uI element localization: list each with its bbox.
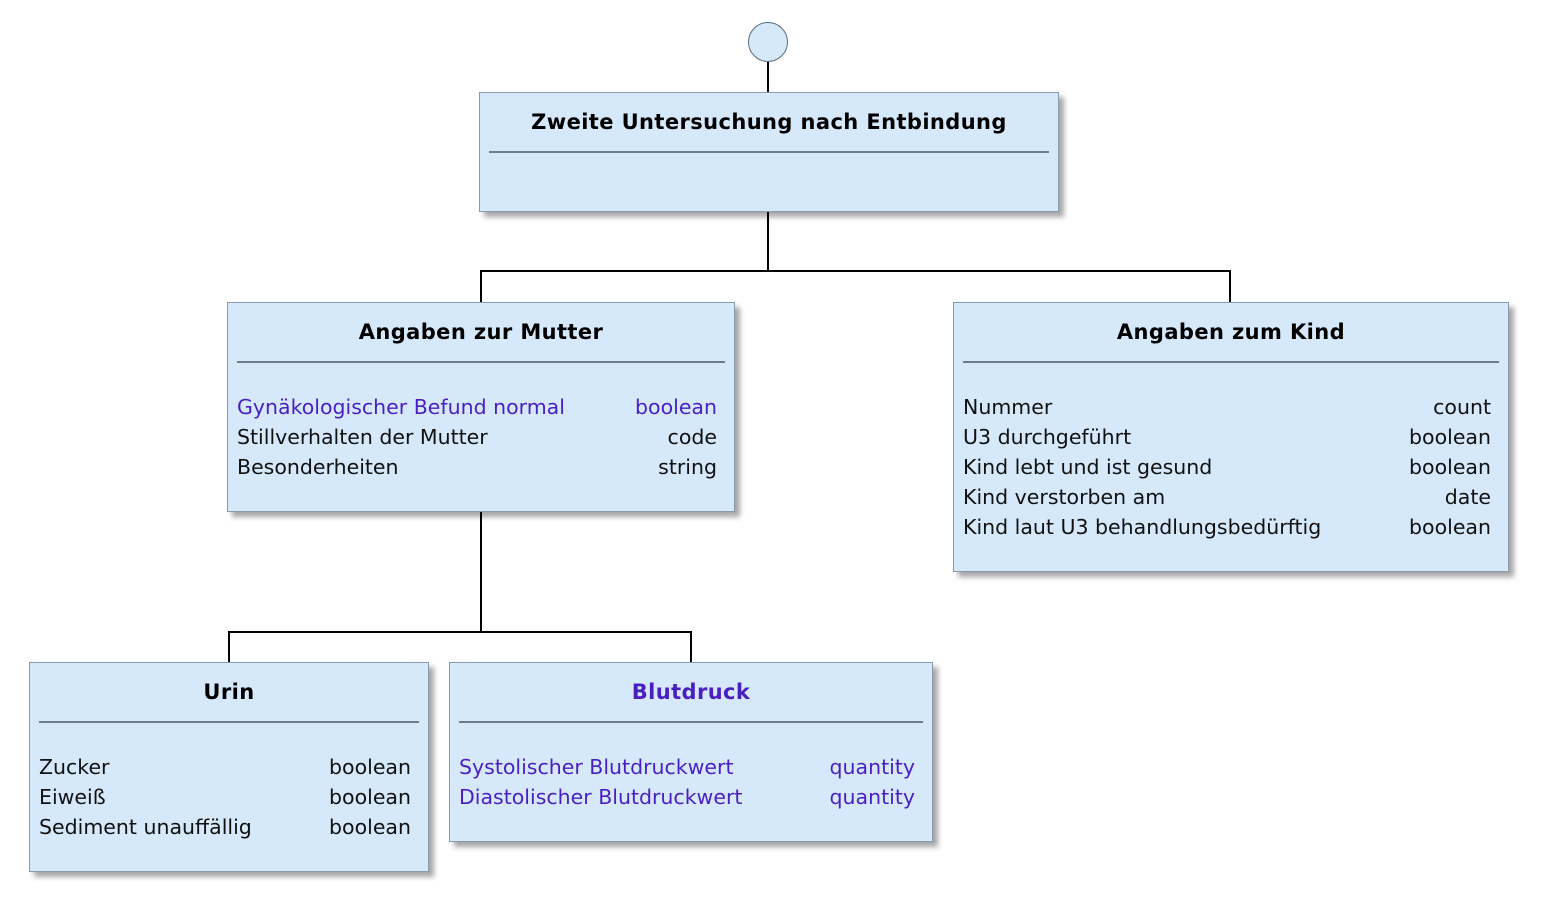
attribute-name: Besonderheiten xyxy=(237,455,399,479)
attribute-name: Zucker xyxy=(39,755,110,779)
mutter-attribute-list: Gynäkologischer Befund normal boolean St… xyxy=(237,392,717,482)
attribute-row: Kind lebt und ist gesund boolean xyxy=(963,452,1491,482)
attribute-row: U3 durchgeführt boolean xyxy=(963,422,1491,452)
attribute-row: Gynäkologischer Befund normal boolean xyxy=(237,392,717,422)
mutter-to-urin-blutdruck-connector xyxy=(228,631,692,662)
attribute-row: Besonderheiten string xyxy=(237,452,717,482)
root-box: Zweite Untersuchung nach Entbindung xyxy=(479,92,1059,212)
attribute-row: Kind laut U3 behandlungsbedürftig boolea… xyxy=(963,512,1491,542)
attribute-row: Kind verstorben am date xyxy=(963,482,1491,512)
attribute-type: boolean xyxy=(1409,425,1491,449)
attribute-name: Eiweiß xyxy=(39,785,106,809)
attribute-type: string xyxy=(658,455,717,479)
attribute-type: boolean xyxy=(1409,455,1491,479)
attribute-type: boolean xyxy=(329,785,411,809)
attribute-row: Nummer count xyxy=(963,392,1491,422)
attribute-name: Stillverhalten der Mutter xyxy=(237,425,488,449)
start-node xyxy=(748,22,788,62)
attribute-row: Diastolischer Blutdruckwert quantity xyxy=(459,782,915,812)
attribute-type: boolean xyxy=(329,755,411,779)
attribute-row: Systolischer Blutdruckwert quantity xyxy=(459,752,915,782)
root-divider xyxy=(489,151,1049,153)
attribute-name: Diastolischer Blutdruckwert xyxy=(459,785,743,809)
attribute-type: quantity xyxy=(829,785,915,809)
mutter-title: Angaben zur Mutter xyxy=(358,320,604,344)
kind-attribute-list: Nummer count U3 durchgeführt boolean Kin… xyxy=(963,392,1491,542)
blutdruck-box: Blutdruck Systolischer Blutdruckwert qua… xyxy=(449,662,933,842)
root-to-mutter-connector xyxy=(480,270,1231,302)
attribute-row: Zucker boolean xyxy=(39,752,411,782)
kind-title: Angaben zum Kind xyxy=(1116,320,1346,344)
attribute-name: Kind verstorben am xyxy=(963,485,1166,509)
attribute-name: Nummer xyxy=(963,395,1053,419)
attribute-type: count xyxy=(1433,395,1491,419)
mutter-box: Angaben zur Mutter Gynäkologischer Befun… xyxy=(227,302,735,512)
blutdruck-title: Blutdruck xyxy=(631,680,751,704)
attribute-type: boolean xyxy=(329,815,411,839)
attribute-name: Kind laut U3 behandlungsbedürftig xyxy=(963,515,1322,539)
attribute-name: U3 durchgeführt xyxy=(963,425,1132,449)
attribute-name: Kind lebt und ist gesund xyxy=(963,455,1213,479)
kind-box: Angaben zum Kind Nummer count U3 durchge… xyxy=(953,302,1509,572)
attribute-row: Eiweiß boolean xyxy=(39,782,411,812)
kind-divider xyxy=(963,361,1499,363)
attribute-type: boolean xyxy=(1409,515,1491,539)
urin-attribute-list: Zucker boolean Eiweiß boolean Sediment u… xyxy=(39,752,411,842)
mutter-divider xyxy=(237,361,725,363)
attribute-name: Gynäkologischer Befund normal xyxy=(237,395,565,419)
blutdruck-divider xyxy=(459,721,923,723)
attribute-row: Sediment unauffällig boolean xyxy=(39,812,411,842)
attribute-type: quantity xyxy=(829,755,915,779)
urin-divider xyxy=(39,721,419,723)
blutdruck-attribute-list: Systolischer Blutdruckwert quantity Dias… xyxy=(459,752,915,812)
attribute-type: date xyxy=(1444,485,1491,509)
root-title: Zweite Untersuchung nach Entbindung xyxy=(531,110,1007,134)
attribute-type: code xyxy=(667,425,717,449)
attribute-type: boolean xyxy=(635,395,717,419)
urin-box: Urin Zucker boolean Eiweiß boolean Sedim… xyxy=(29,662,429,872)
urin-title: Urin xyxy=(203,680,255,704)
attribute-name: Systolischer Blutdruckwert xyxy=(459,755,734,779)
attribute-row: Stillverhalten der Mutter code xyxy=(237,422,717,452)
attribute-name: Sediment unauffällig xyxy=(39,815,252,839)
